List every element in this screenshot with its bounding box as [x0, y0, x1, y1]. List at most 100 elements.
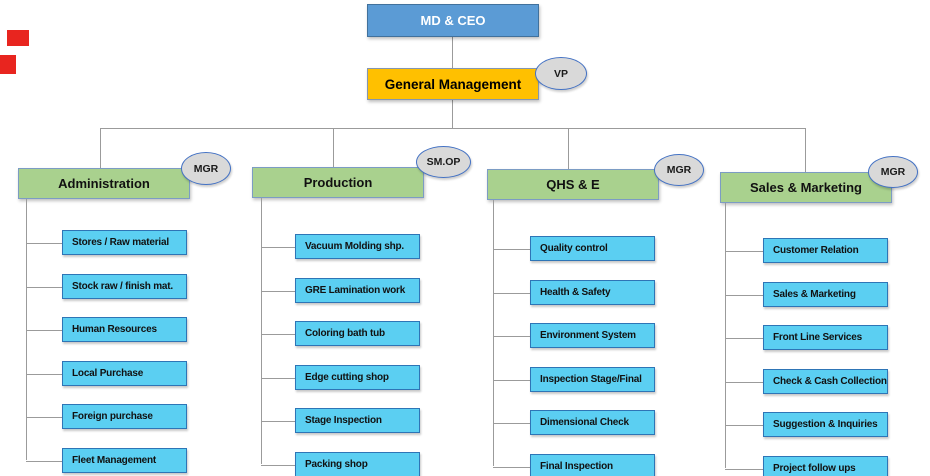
stub-health-safety [493, 293, 530, 294]
badge-sm-op-production[interactable]: SM.OP [416, 146, 471, 178]
stub-local-purchase [26, 374, 62, 375]
badge-mgr-sales-marketing[interactable]: MGR [868, 156, 918, 188]
node-final-inspection-label: Final Inspection [540, 461, 613, 472]
node-quality-control-label: Quality control [540, 243, 608, 254]
node-packing-shop[interactable]: Packing shop [295, 452, 420, 476]
node-check-cash-collection[interactable]: Check & Cash Collection [763, 369, 888, 394]
connector-bus-to-sales-marketing [805, 128, 806, 172]
node-sales-marketing-label: Sales & Marketing [773, 289, 856, 300]
node-local-purchase[interactable]: Local Purchase [62, 361, 187, 386]
badge-vp[interactable]: VP [535, 57, 587, 90]
stub-coloring-bath-tub [261, 334, 295, 335]
connector-bus-to-qhs-e [568, 128, 569, 169]
red-shape-fragment-bottom [0, 55, 16, 74]
spine-qhs-e [493, 200, 494, 466]
stub-stores-raw-material [26, 243, 62, 244]
spine-sales-marketing [725, 203, 726, 468]
node-suggestion-inquiries[interactable]: Suggestion & Inquiries [763, 412, 888, 437]
stub-human-resources [26, 330, 62, 331]
node-foreign-purchase[interactable]: Foreign purchase [62, 404, 187, 429]
stub-vacuum-molding-shp [261, 247, 295, 248]
node-edge-cutting-shop[interactable]: Edge cutting shop [295, 365, 420, 390]
node-vacuum-molding-shp-label: Vacuum Molding shp. [305, 241, 404, 252]
badge-label: MGR [880, 166, 906, 178]
node-coloring-bath-tub-label: Coloring bath tub [305, 328, 385, 339]
node-edge-cutting-shop-label: Edge cutting shop [305, 372, 389, 383]
stub-environment-system [493, 336, 530, 337]
spine-production [261, 198, 262, 464]
node-administration[interactable]: Administration [18, 168, 190, 199]
stub-gre-lamination-work [261, 291, 295, 292]
node-stores-raw-material-label: Stores / Raw material [72, 237, 169, 248]
node-coloring-bath-tub[interactable]: Coloring bath tub [295, 321, 420, 346]
node-stock-raw-finish-mat-label: Stock raw / finish mat. [72, 281, 173, 292]
stub-foreign-purchase [26, 417, 62, 418]
node-sales-marketing[interactable]: Sales & Marketing [763, 282, 888, 307]
badge-mgr-qhs-e[interactable]: MGR [654, 154, 704, 186]
badge-label: MGR [666, 164, 692, 176]
node-quality-control[interactable]: Quality control [530, 236, 655, 261]
stub-project-follow-ups [725, 469, 763, 470]
node-final-inspection[interactable]: Final Inspection [530, 454, 655, 476]
stub-suggestion-inquiries [725, 425, 763, 426]
stub-customer-relation [725, 251, 763, 252]
node-foreign-purchase-label: Foreign purchase [72, 411, 153, 422]
connector-bus-to-administration [100, 128, 101, 168]
badge-label: SM.OP [426, 156, 461, 168]
node-local-purchase-label: Local Purchase [72, 368, 144, 379]
node-gre-lamination-work-label: GRE Lamination work [305, 285, 406, 296]
connector-bus-to-production [333, 128, 334, 167]
node-stage-inspection-label: Stage Inspection [305, 415, 382, 426]
node-packing-shop-label: Packing shop [305, 459, 368, 470]
node-fleet-management[interactable]: Fleet Management [62, 448, 187, 473]
node-check-cash-collection-label: Check & Cash Collection [773, 376, 887, 387]
connector-distribution-bus [100, 128, 806, 129]
stub-fleet-management [26, 461, 62, 462]
stub-stage-inspection [261, 421, 295, 422]
node-md-ceo-label: MD & CEO [420, 13, 486, 28]
node-health-safety[interactable]: Health & Safety [530, 280, 655, 305]
stub-quality-control [493, 249, 530, 250]
node-environment-system-label: Environment System [540, 330, 636, 341]
node-suggestion-inquiries-label: Suggestion & Inquiries [773, 419, 878, 430]
node-health-safety-label: Health & Safety [540, 287, 611, 298]
node-dimensional-check-label: Dimensional Check [540, 417, 629, 428]
stub-sales-marketing [725, 295, 763, 296]
connector-ceo-to-gm [452, 37, 453, 68]
node-md-ceo[interactable]: MD & CEO [367, 4, 539, 37]
node-production-label: Production [303, 175, 373, 190]
node-general-management-label: General Management [384, 76, 522, 92]
stub-front-line-services [725, 338, 763, 339]
node-project-follow-ups-label: Project follow ups [773, 463, 856, 474]
node-fleet-management-label: Fleet Management [72, 455, 157, 466]
node-stage-inspection[interactable]: Stage Inspection [295, 408, 420, 433]
node-environment-system[interactable]: Environment System [530, 323, 655, 348]
badge-label: MGR [193, 162, 219, 175]
node-stores-raw-material[interactable]: Stores / Raw material [62, 230, 187, 255]
node-gre-lamination-work[interactable]: GRE Lamination work [295, 278, 420, 303]
stub-dimensional-check [493, 423, 530, 424]
spine-administration [26, 199, 27, 460]
stub-stock-raw-finish-mat [26, 287, 62, 288]
stub-packing-shop [261, 465, 295, 466]
node-human-resources[interactable]: Human Resources [62, 317, 187, 342]
node-qhs-e[interactable]: QHS & E [487, 169, 659, 200]
node-qhs-e-label: QHS & E [546, 177, 600, 192]
stub-edge-cutting-shop [261, 378, 295, 379]
node-sales-marketing[interactable]: Sales & Marketing [720, 172, 892, 203]
node-inspection-stage-final-label: Inspection Stage/Final [540, 374, 642, 385]
node-dimensional-check[interactable]: Dimensional Check [530, 410, 655, 435]
node-stock-raw-finish-mat[interactable]: Stock raw / finish mat. [62, 274, 187, 299]
node-customer-relation[interactable]: Customer Relation [763, 238, 888, 263]
node-general-management[interactable]: General Management [367, 68, 539, 100]
node-customer-relation-label: Customer Relation [773, 245, 859, 256]
node-sales-marketing-label: Sales & Marketing [750, 180, 862, 195]
node-front-line-services[interactable]: Front Line Services [763, 325, 888, 350]
stub-check-cash-collection [725, 382, 763, 383]
node-production[interactable]: Production [252, 167, 424, 198]
node-inspection-stage-final[interactable]: Inspection Stage/Final [530, 367, 655, 392]
node-vacuum-molding-shp[interactable]: Vacuum Molding shp. [295, 234, 420, 259]
node-project-follow-ups[interactable]: Project follow ups [763, 456, 888, 476]
badge-mgr-administration[interactable]: MGR [181, 152, 231, 185]
